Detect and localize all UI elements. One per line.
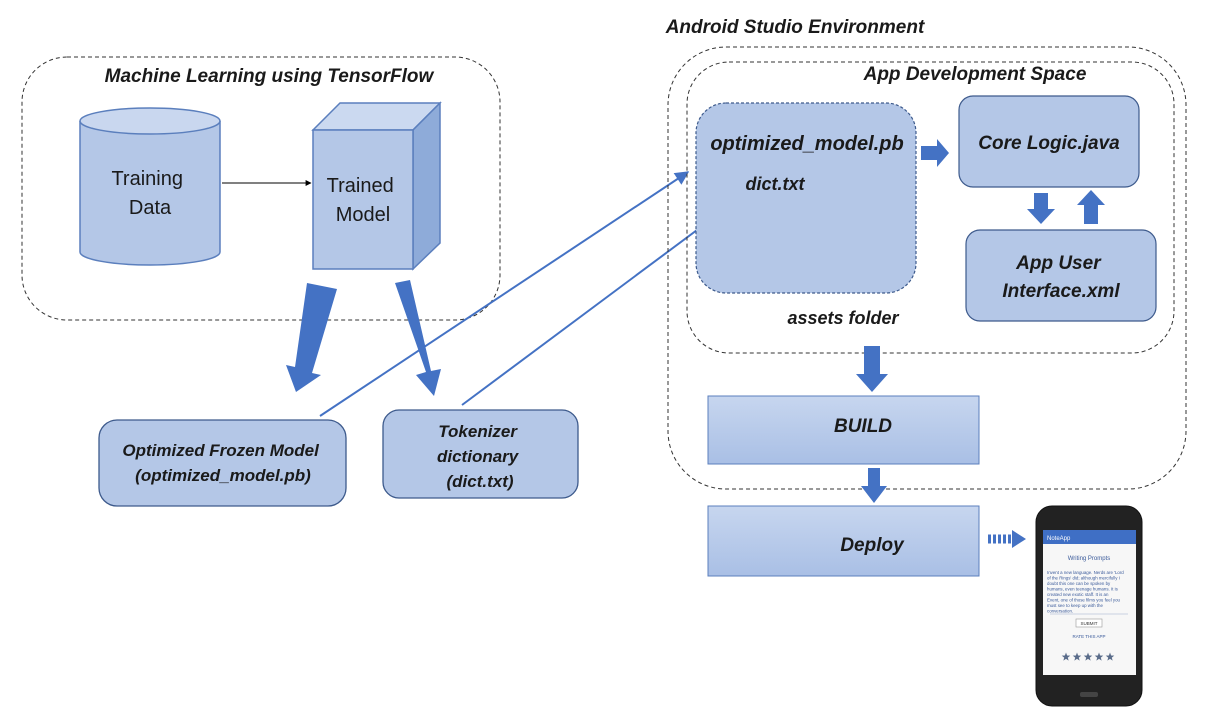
deploy-label: Deploy <box>840 535 905 556</box>
frozen-model-to-assets-arrow <box>319 171 690 417</box>
block-arrow-to-tokenizer <box>395 280 441 396</box>
block-arrow-to-deploy <box>861 468 887 503</box>
phone-submit-button[interactable] <box>1075 618 1103 628</box>
deploy-box: Deploy <box>707 505 980 577</box>
build-label: BUILD <box>834 416 892 437</box>
android-studio-group: Android Studio Environment App Developme… <box>665 17 1187 490</box>
training-data-label: Training Data <box>111 168 188 219</box>
star-icon[interactable] <box>1072 652 1082 661</box>
phone-body-line: Invent a new language. Nerds are 'Lord <box>1047 570 1124 575</box>
app-ui-label: App User Interface.xml <box>1002 253 1120 302</box>
app-ui-box: App User Interface.xml <box>965 229 1157 322</box>
assets-dict-file: dict.txt <box>745 174 805 194</box>
ml-group-title: Machine Learning using TensorFlow <box>105 66 435 87</box>
ml-group: Machine Learning using TensorFlow Traini… <box>21 56 501 321</box>
phone-body-line: must see to keep up with the <box>1047 603 1103 608</box>
phone-rating-label: RATE THIS APP <box>1072 634 1105 639</box>
core-logic-box: Core Logic.java <box>958 95 1140 188</box>
star-icon[interactable] <box>1061 652 1071 661</box>
block-arrow-core-logic-down <box>1027 193 1055 224</box>
assets-box: optimized_model.pb dict.txt <box>695 102 917 294</box>
tokenizer-label: Tokenizer dictionary (dict.txt) <box>437 422 523 491</box>
block-arrow-assets-to-core-logic <box>921 139 949 167</box>
deploy-to-phone-arrow <box>988 530 1026 548</box>
phone-body-line: created new exotic staff. It is an <box>1047 592 1109 597</box>
phone-body-text: Invent a new language. Nerds are 'Lordof… <box>1047 570 1124 614</box>
phone-mockup: NoteApp Writing Prompts Invent a new lan… <box>1035 505 1143 707</box>
phone-body-line: of the Rings' did; although mercifully I <box>1047 576 1120 581</box>
star-icon[interactable] <box>1105 652 1115 661</box>
assets-model-file: optimized_model.pb <box>710 133 903 155</box>
phone-submit-label: SUBMIT <box>1080 621 1097 626</box>
phone-body-line: Event, one of those films you feel you <box>1047 598 1121 603</box>
build-box: BUILD <box>707 395 980 465</box>
block-arrow-to-build <box>856 346 888 392</box>
app-development-space-title: App Development Space <box>863 64 1087 85</box>
tokenizer-to-assets-arrow <box>461 197 742 406</box>
core-logic-label: Core Logic.java <box>978 133 1120 154</box>
phone-body-line: doubt this one can be spoken by <box>1047 581 1111 586</box>
tokenizer-box: Tokenizer dictionary (dict.txt) <box>382 409 579 499</box>
star-icon[interactable] <box>1083 652 1093 661</box>
android-studio-title: Android Studio Environment <box>665 17 925 38</box>
block-arrow-to-frozen-model <box>286 283 337 392</box>
phone-body-line: humans, even teenage humans. It is <box>1047 587 1119 592</box>
phone-app-title: NoteApp <box>1047 536 1071 542</box>
frozen-model-box: Optimized Frozen Model (optimized_model.… <box>98 419 347 507</box>
assets-folder-label: assets folder <box>787 308 899 328</box>
trained-model-label: Trained Model <box>327 175 400 226</box>
phone-body-line: conversation. <box>1047 609 1073 614</box>
star-icon[interactable] <box>1094 652 1104 661</box>
block-arrow-ui-up <box>1077 190 1105 224</box>
trained-model-cube: Trained Model <box>311 101 442 271</box>
phone-screen-heading: Writing Prompts <box>1068 556 1111 562</box>
frozen-model-label: Optimized Frozen Model (optimized_model.… <box>122 441 323 485</box>
training-data-cylinder: Training Data <box>79 107 221 266</box>
phone-rating-stars[interactable] <box>1061 652 1115 661</box>
